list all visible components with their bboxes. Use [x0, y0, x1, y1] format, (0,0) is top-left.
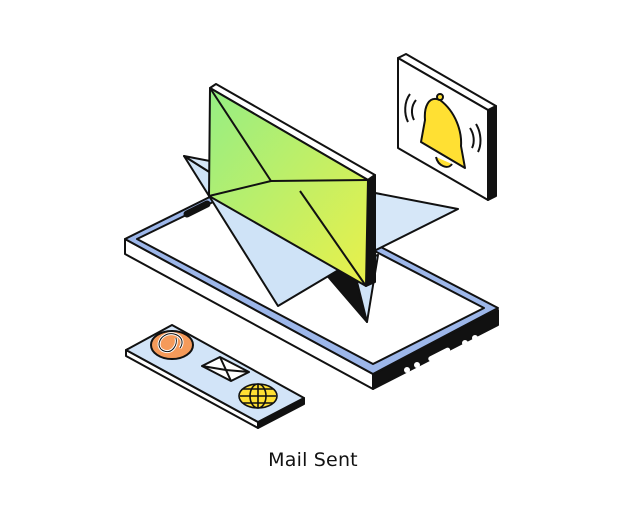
envelope-icon: [208, 83, 376, 287]
globe-icon: [238, 383, 278, 409]
at-sign-icon: [150, 330, 194, 360]
mail-icon: [201, 356, 250, 382]
caption: Mail Sent: [268, 449, 358, 471]
bell-icon: [404, 93, 482, 169]
